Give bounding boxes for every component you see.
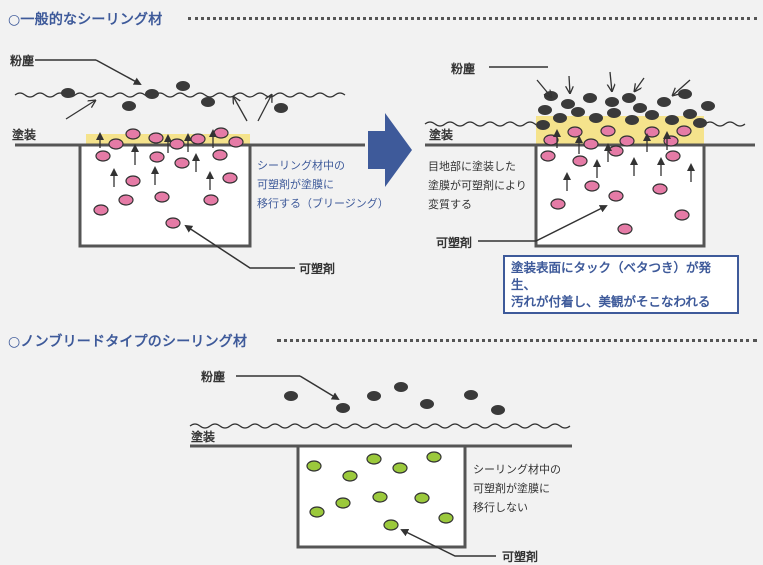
panel-general-after <box>424 66 755 248</box>
plasticizer-molecules <box>540 125 692 235</box>
degradation-note: 目地部に塗装した 塗膜が可塑剤により 変質する <box>428 160 527 211</box>
coating-label: 塗装 <box>12 128 37 142</box>
title-dotted-leader <box>188 17 757 20</box>
plasticizer-leader <box>478 205 608 242</box>
dust-label: 粉塵 <box>201 370 226 384</box>
dust-particles <box>61 81 288 113</box>
tack-warning-callout: 塗装表面にタック（ベタつき）が発生、 汚れが付着し、美観がそこなわれる <box>503 255 739 314</box>
section-title-nonbleed: ○ノンブリードタイプのシーリング材 <box>8 334 248 350</box>
plasticizer-label: 可塑剤 <box>436 236 473 250</box>
plasticizer-label: 可塑剤 <box>299 262 336 276</box>
transition-arrow <box>368 113 412 187</box>
bleeding-note: シーリング材中の 可塑剤が塗膜に 移行する（ブリージング） <box>257 159 389 210</box>
panel-general-before <box>14 59 365 269</box>
coating-label: 塗装 <box>191 430 216 444</box>
no-migration-note: シーリング材中の 可塑剤が塗膜に 移行しない <box>473 463 561 514</box>
wavy-air-line <box>189 423 571 429</box>
section-title-general: ○一般的なシーリング材 <box>8 12 163 28</box>
dust-label: 粉塵 <box>451 62 476 76</box>
title-dotted-leader <box>277 339 757 342</box>
plasticizer-label: 可塑剤 <box>502 550 539 564</box>
dust-particles <box>284 382 505 415</box>
dust-particles <box>536 89 715 130</box>
plasticizer-molecules <box>93 127 244 229</box>
plasticizer-leader <box>400 529 496 557</box>
dust-label: 粉塵 <box>10 54 35 68</box>
panel-nonbleed <box>189 375 572 557</box>
plasticizer-leader <box>184 224 295 269</box>
coating-label: 塗装 <box>429 128 454 142</box>
plasticizer-molecules <box>306 451 454 531</box>
